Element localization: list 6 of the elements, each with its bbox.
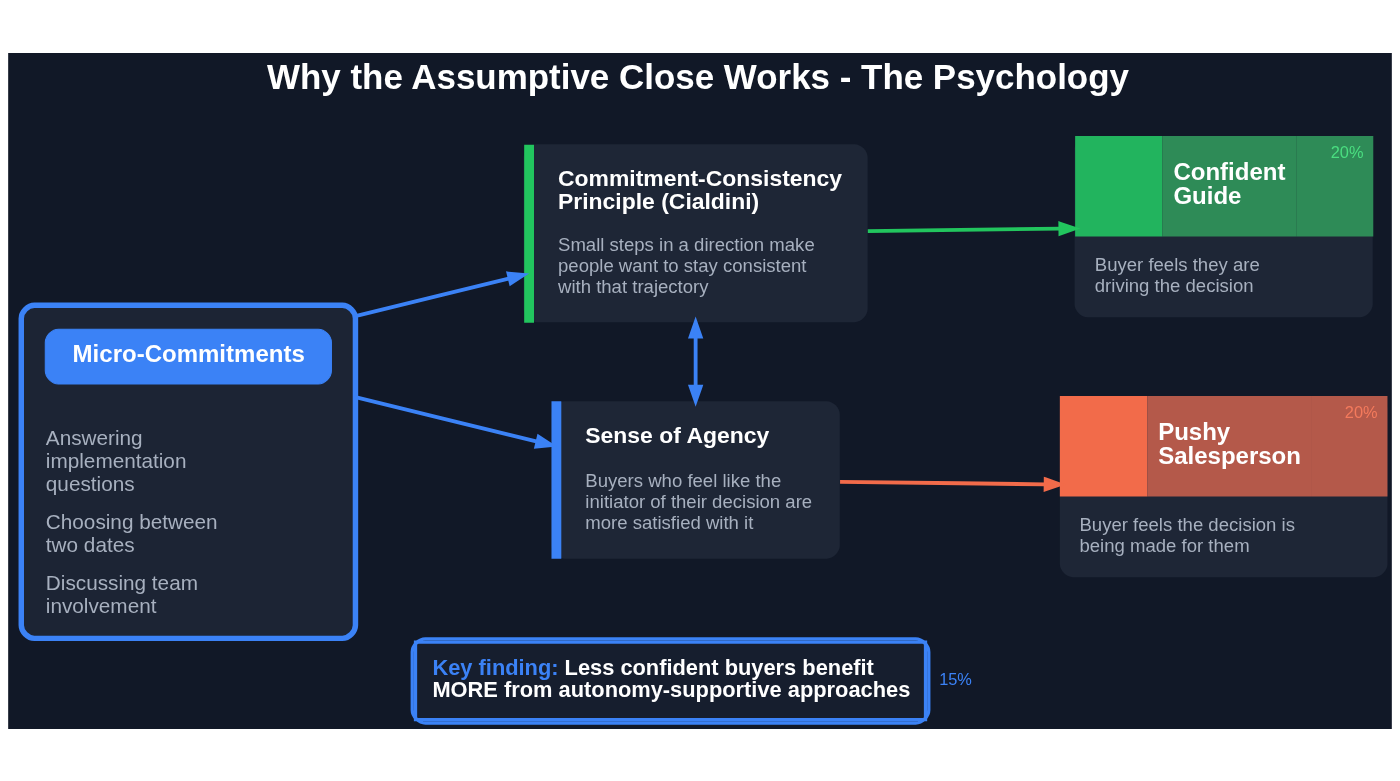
arrow	[867, 220, 1081, 236]
node-box: Micro-Commitments	[44, 328, 332, 384]
node-label: 15%	[939, 669, 972, 688]
arrow	[355, 270, 530, 318]
diagram-title: Why the Assumptive Close Works - The Psychology	[266, 56, 1129, 96]
arrow	[687, 316, 704, 407]
